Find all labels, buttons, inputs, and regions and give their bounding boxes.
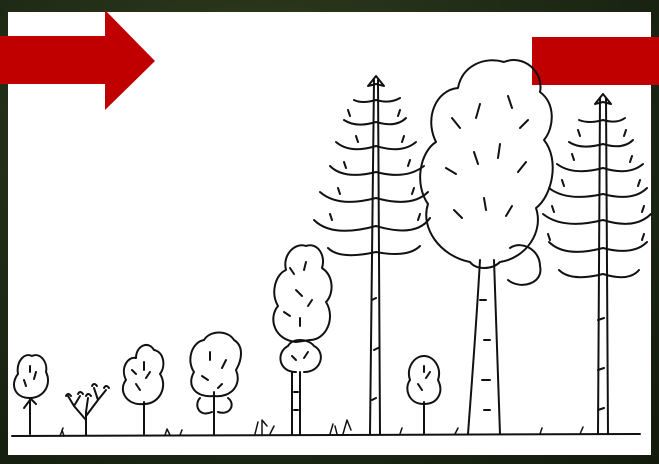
large-deciduous-tree [420, 60, 553, 434]
spruce-tree-2 [543, 94, 651, 434]
ground-line [12, 434, 640, 436]
red-arrow-right [0, 10, 155, 110]
red-arrow-block [532, 37, 659, 85]
young-birch-tree [273, 245, 331, 434]
small-deciduous-tree-3 [190, 333, 241, 435]
young-shrub [66, 384, 109, 435]
small-deciduous-tree-1 [14, 355, 48, 434]
spruce-tree-1 [314, 76, 430, 434]
small-deciduous-tree-4 [407, 356, 440, 434]
small-deciduous-tree-2 [123, 345, 163, 434]
